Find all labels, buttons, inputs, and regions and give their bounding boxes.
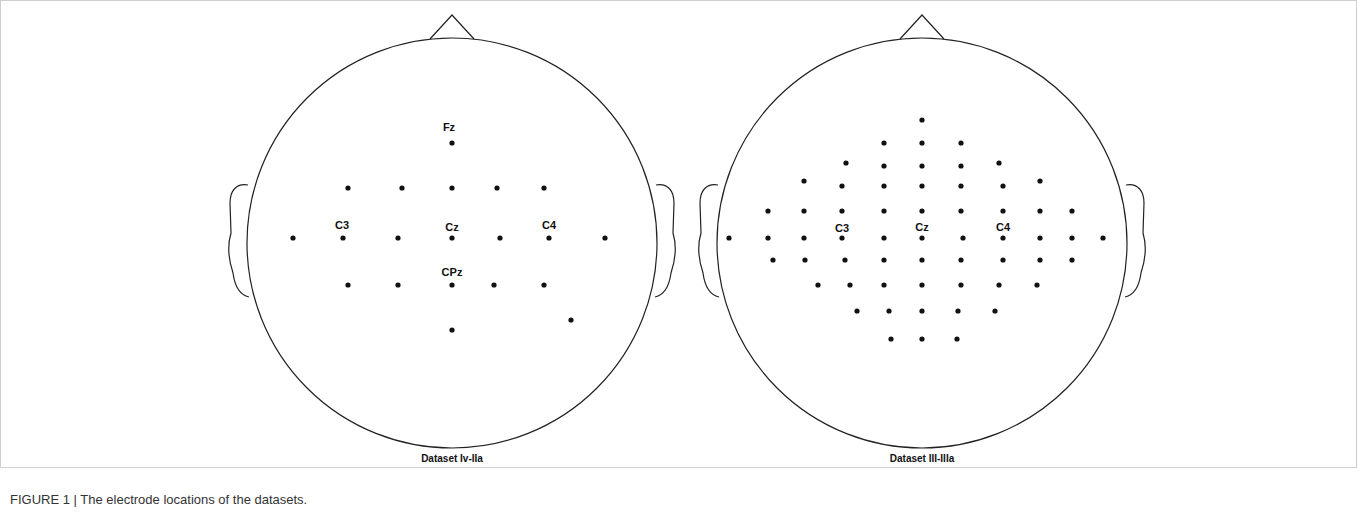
electrode-dot <box>881 163 886 168</box>
electrode-dot <box>888 336 893 341</box>
figure-caption: FIGURE 1 | The electrode locations of th… <box>10 492 307 507</box>
electrode-label: C3 <box>835 222 849 234</box>
electrode-dot <box>395 235 400 240</box>
electrode-dot <box>958 208 963 213</box>
electrode-dot <box>919 235 924 240</box>
electrode-dot <box>1000 235 1005 240</box>
electrode-dot <box>1000 208 1005 213</box>
electrode-dot <box>839 183 844 188</box>
electrode-dot <box>919 117 924 122</box>
electrode-label: C4 <box>996 221 1010 233</box>
electrode-dot <box>1069 257 1074 262</box>
figure-border <box>1 1 1357 468</box>
head-outline <box>699 15 1145 448</box>
electrode-dot <box>919 282 924 287</box>
electrode-dot <box>541 185 546 190</box>
electrode-dot <box>919 183 924 188</box>
electrode-label: Cz <box>915 221 928 233</box>
electrode-dot <box>919 336 924 341</box>
electrode-dot <box>881 257 886 262</box>
electrode-label: CPz <box>442 266 463 278</box>
electrode-dot <box>765 208 770 213</box>
electrode-dot <box>843 160 848 165</box>
electrode-dot <box>802 257 807 262</box>
electrode-dot <box>345 185 350 190</box>
electrode-dot <box>919 163 924 168</box>
electrode-dot <box>881 235 886 240</box>
electrode-dot <box>449 185 454 190</box>
electrode-dots <box>290 117 1105 341</box>
electrode-dot <box>842 257 847 262</box>
electrode-dot <box>919 208 924 213</box>
electrode-dot <box>996 282 1001 287</box>
electrode-dot <box>1000 257 1005 262</box>
electrode-dot <box>1037 208 1042 213</box>
electrode-dot <box>541 282 546 287</box>
electrode-dot <box>881 183 886 188</box>
electrode-dot <box>395 282 400 287</box>
electrode-dot <box>847 282 852 287</box>
electrode-dot <box>449 282 454 287</box>
electrode-dot <box>1034 282 1039 287</box>
dataset-label: Dataset Iv-IIa <box>421 453 483 464</box>
electrode-dot <box>1037 235 1042 240</box>
electrode-dot <box>919 140 924 145</box>
electrode-dot <box>801 208 806 213</box>
electrode-dot <box>494 185 499 190</box>
electrode-dot <box>770 257 775 262</box>
electrode-dot <box>958 163 963 168</box>
electrode-label: C3 <box>335 219 349 231</box>
electrode-dot <box>449 327 454 332</box>
electrode-dot <box>340 235 345 240</box>
electrode-dot <box>290 235 295 240</box>
electrode-dot <box>801 178 806 183</box>
electrode-dot <box>958 257 963 262</box>
electrode-dot <box>958 140 963 145</box>
electrode-dot <box>345 282 350 287</box>
electrode-label: Fz <box>443 121 455 133</box>
electrode-dot <box>992 308 997 313</box>
electrode-dot <box>1037 178 1042 183</box>
electrode-dot <box>546 235 551 240</box>
electrode-dot <box>1069 208 1074 213</box>
electrode-dot <box>765 235 770 240</box>
electrode-dot <box>854 308 859 313</box>
dataset-label: Dataset III-IIIa <box>890 453 954 464</box>
electrode-dot <box>449 235 454 240</box>
electrode-dot <box>958 282 963 287</box>
electrode-dot <box>839 235 844 240</box>
electrode-dot <box>491 282 496 287</box>
electrode-dot <box>399 185 404 190</box>
electrode-dot <box>839 208 844 213</box>
electrode-dot <box>996 160 1001 165</box>
electrode-dot <box>960 235 965 240</box>
electrode-dot <box>1037 257 1042 262</box>
electrode-dot <box>881 208 886 213</box>
electrode-label: Cz <box>445 221 458 233</box>
electrode-dot <box>497 235 502 240</box>
electrode-dot <box>881 282 886 287</box>
head-outline <box>229 15 675 448</box>
electrode-dot <box>815 282 820 287</box>
electrode-dot <box>801 235 806 240</box>
electrode-dot <box>1000 183 1005 188</box>
electrode-dot <box>1069 235 1074 240</box>
electrode-dot <box>919 308 924 313</box>
electrode-dot <box>1100 235 1105 240</box>
electrode-dot <box>726 235 731 240</box>
electrode-label: C4 <box>542 219 556 231</box>
electrode-dot <box>886 308 891 313</box>
electrode-dot <box>955 308 960 313</box>
electrode-dot <box>919 257 924 262</box>
electrode-dot <box>449 140 454 145</box>
electrode-dot <box>958 183 963 188</box>
electrode-dot <box>881 140 886 145</box>
electrode-dot <box>954 336 959 341</box>
electrode-dot <box>568 317 573 322</box>
electrode-dot <box>602 235 607 240</box>
